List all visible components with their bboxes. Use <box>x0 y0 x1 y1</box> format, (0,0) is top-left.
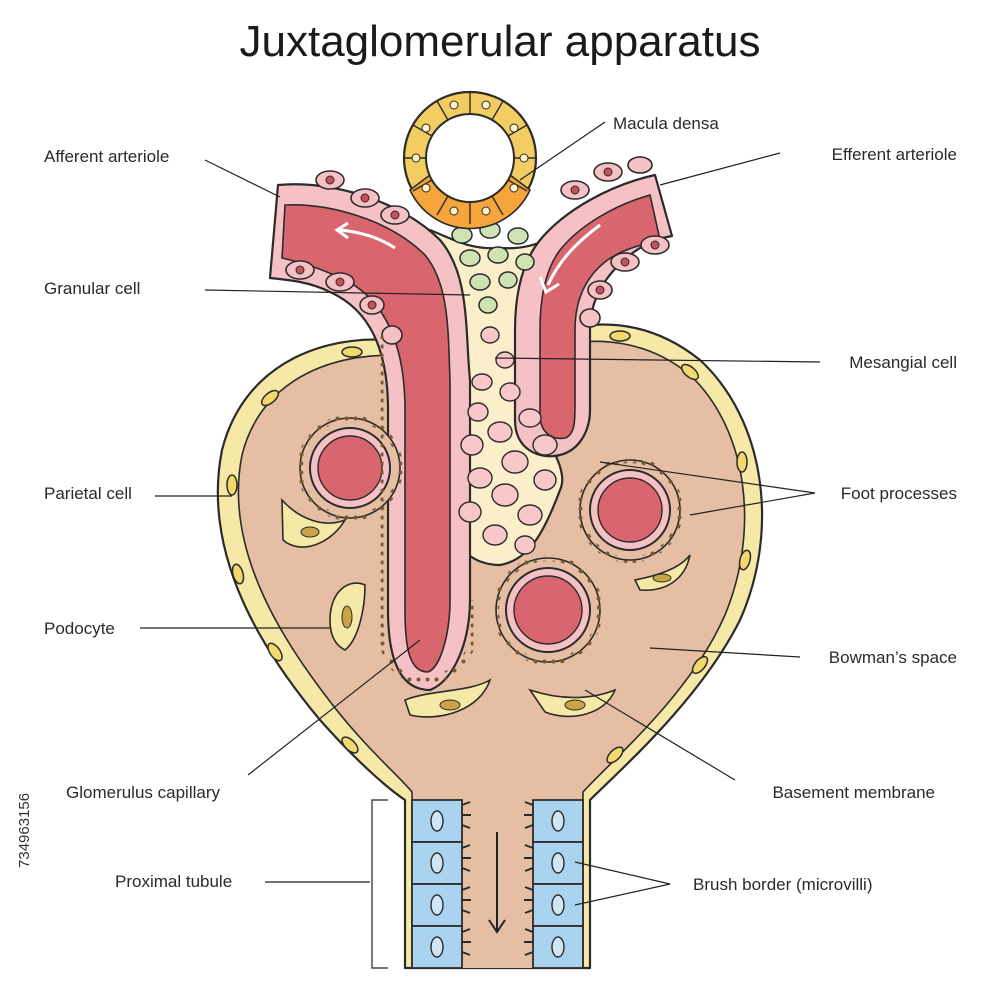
label-proximal-tubule: Proximal tubule <box>115 872 232 891</box>
cell-nuclei <box>295 167 660 310</box>
stock-id: 734963156 <box>16 793 33 868</box>
label-afferent-arteriole: Afferent arteriole <box>44 147 169 166</box>
label-brush-border: Brush border (microvilli) <box>693 875 872 894</box>
tubule-nuclei <box>430 810 565 958</box>
flow-arrow-down <box>488 832 506 934</box>
label-efferent-arteriole: Efferent arteriole <box>832 145 957 164</box>
parietal-cells <box>226 330 752 764</box>
podocyte-nuclei <box>300 526 672 711</box>
label-granular-cell: Granular cell <box>44 279 140 298</box>
label-basement-membrane: Basement membrane <box>772 783 935 802</box>
label-bowmans-space: Bowman’s space <box>829 648 957 667</box>
label-glomerulus-capillary: Glomerulus capillary <box>66 783 220 802</box>
label-podocyte: Podocyte <box>44 619 115 638</box>
mesangial-cells <box>458 326 558 555</box>
basement-membrane <box>376 330 474 685</box>
tubule-cells-right <box>532 799 584 969</box>
label-macula-densa: Macula densa <box>613 114 719 133</box>
macula-densa <box>402 90 538 230</box>
proximal-tubule <box>411 799 584 969</box>
label-mesangial-cell: Mesangial cell <box>849 353 957 372</box>
label-foot-processes: Foot processes <box>841 484 957 503</box>
glomerulus-capillaries <box>297 415 683 665</box>
brush-border-microvilli <box>461 801 534 956</box>
granular-cells <box>451 221 535 314</box>
leader-lines <box>140 121 821 969</box>
label-parietal-cell: Parietal cell <box>44 484 132 503</box>
diagram-title: Juxtaglomerular apparatus <box>240 17 761 66</box>
